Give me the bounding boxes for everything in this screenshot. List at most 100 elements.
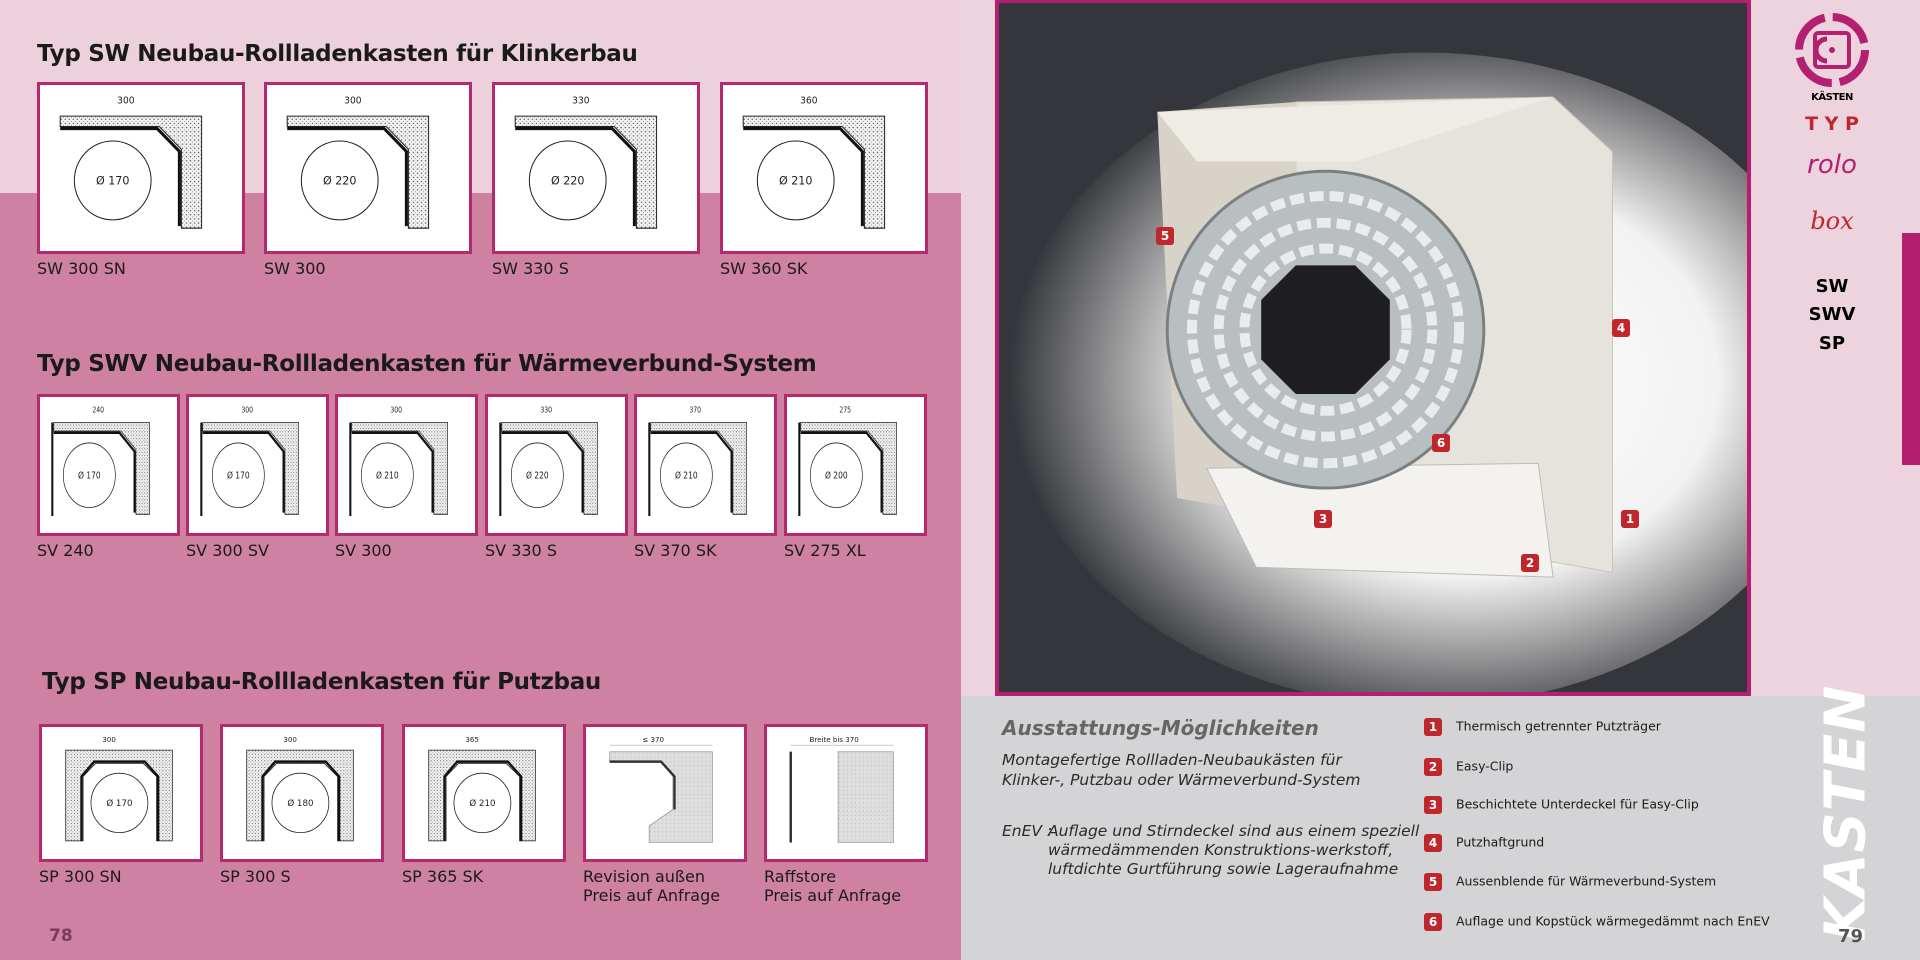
photo-marker-5: 5 (1156, 227, 1174, 245)
model-name: SV 275 XL (784, 541, 866, 560)
model-label: SW 360 SK (720, 259, 807, 278)
feature-text: Beschichtete Unterdeckel für Easy-Clip (1456, 796, 1699, 812)
model-name: SW 360 SK (720, 259, 808, 278)
dimension-width: ≤ 370 (642, 735, 664, 744)
type-swv: SWV (1808, 304, 1856, 325)
dimension-width: 365 (465, 735, 479, 744)
model-name: SV 300 SV (186, 541, 269, 560)
chapter-tab (1902, 233, 1920, 465)
model-name: SW 300 SN (37, 259, 126, 278)
dimension-width: 300 (241, 406, 253, 415)
drawing-card: 360 Ø 210 (720, 82, 928, 254)
model-name: SV 370 SK (634, 541, 717, 560)
photo-marker-3: 3 (1314, 510, 1332, 528)
features-intro: Montagefertige Rollladen-Neubaukästen fü… (1002, 751, 1361, 789)
insulation-shape (351, 422, 448, 515)
brand-typ: T Y P (1805, 113, 1859, 135)
roll-circle (271, 772, 330, 834)
section-title: Typ SW Neubau-Rollladenkasten für Klinke… (37, 41, 638, 67)
model-name: SW 330 S (492, 259, 569, 278)
roll-circle (300, 140, 379, 221)
feature-number-badge: 2 (1424, 758, 1442, 776)
dimension-width: 275 (839, 406, 851, 415)
product-photo (995, 0, 1751, 696)
logo-text: KÄSTEN (1811, 92, 1853, 103)
roller-shutter-roll (1165, 169, 1486, 490)
feature-number-badge: 5 (1424, 873, 1442, 891)
roll-circle (510, 442, 564, 508)
page-number-right: 79 (1838, 926, 1864, 947)
roll-diameter: Ø 210 (376, 470, 399, 482)
feature-number-badge: 3 (1424, 796, 1442, 814)
feature-number-badge: 6 (1424, 913, 1442, 931)
model-label: SV 370 SK (634, 541, 716, 560)
kasten-logo-icon (1795, 13, 1869, 87)
feature-item: 5 Aussenblende für Wärmeverbund-System (1424, 873, 1716, 891)
enev-text: Auflage und Stirndeckel sind aus einem s… (1048, 822, 1420, 878)
dimension-width: 300 (102, 735, 116, 744)
cross-section-drawing: ≤ 370 (586, 727, 744, 859)
inner-liner (53, 431, 136, 513)
model-label: SV 330 S (485, 541, 557, 560)
inner-liner (515, 127, 636, 227)
insulation-shape (202, 422, 299, 515)
roll-circle (756, 140, 835, 221)
roll-circle (659, 442, 713, 508)
dimension-width: 370 (689, 406, 701, 415)
inner-liner (80, 760, 160, 841)
dimension-width: 300 (283, 735, 297, 744)
feature-text: Putzhaftgrund (1456, 834, 1545, 850)
insulation-shape (514, 115, 658, 229)
model-name: SP 300 SN (39, 867, 122, 886)
insulation-shape (65, 749, 173, 842)
photo-marker-1: 1 (1621, 510, 1639, 528)
chapter-text: KASTEN (1813, 684, 1879, 941)
box-shape (837, 751, 894, 843)
inner-liner (287, 127, 408, 227)
roll-diameter: Ø 210 (779, 174, 812, 187)
dimension-width: 300 (344, 96, 361, 107)
liner (609, 760, 676, 810)
feature-number-badge: 4 (1424, 834, 1442, 852)
inner-liner (650, 431, 733, 513)
photo-marker-6: 6 (1432, 434, 1450, 452)
roll-circle (211, 442, 265, 508)
brand-box: box (1810, 207, 1854, 235)
roll-circle (90, 772, 149, 834)
model-name: SW 300 (264, 259, 326, 278)
insulation-shape (59, 115, 203, 229)
roll-circle (62, 442, 116, 508)
dimension-width: 300 (390, 406, 402, 415)
model-name: Revision außen (583, 867, 705, 886)
photo-marker-4: 4 (1612, 319, 1630, 337)
enev-note: EnEV : Auflage und Stirndeckel sind aus … (1002, 822, 1422, 879)
dimension-width: Breite bis 370 (809, 735, 859, 744)
model-label: SP 365 SK (402, 867, 483, 886)
insulation-shape (428, 749, 536, 842)
inner-liner (261, 760, 341, 841)
model-label: SW 330 S (492, 259, 569, 278)
roll-diameter: Ø 180 (287, 798, 314, 809)
feature-text: Easy-Clip (1456, 758, 1514, 774)
inner-liner (202, 431, 285, 513)
inner-liner (351, 431, 434, 513)
model-label: SV 300 SV (186, 541, 269, 560)
features-title: Ausstattungs-Möglichkeiten (1002, 716, 1319, 740)
feature-text: Aussenblende für Wärmeverbund-System (1456, 873, 1717, 889)
type-sp: SP (1818, 333, 1846, 354)
model-name: SV 240 (37, 541, 94, 560)
dimension-width: 360 (800, 96, 817, 107)
cross-section-drawing: 300 Ø 210 (338, 397, 475, 533)
cross-section-drawing: Breite bis 370 (767, 727, 925, 859)
insulation-shape (246, 749, 354, 842)
inner-liner (60, 127, 181, 227)
